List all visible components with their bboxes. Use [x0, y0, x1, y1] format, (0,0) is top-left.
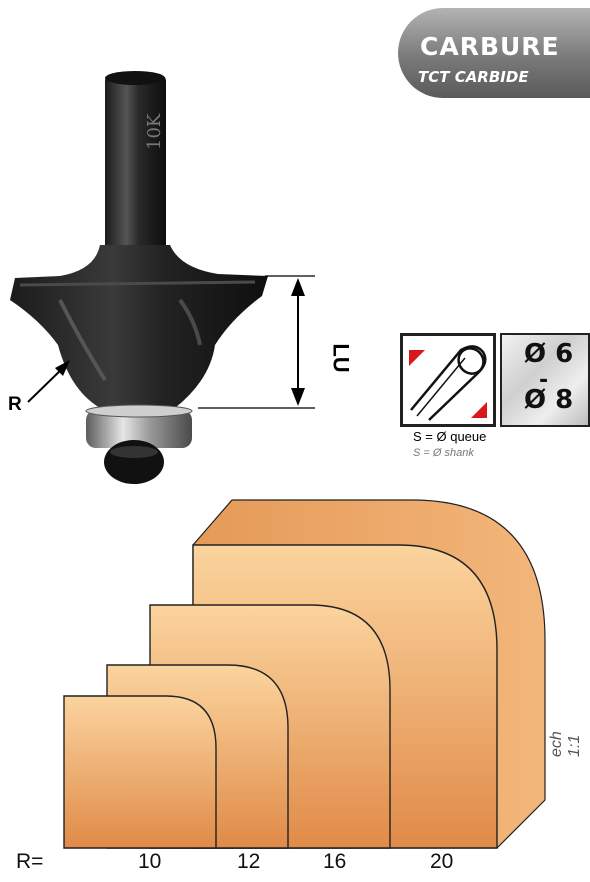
bit-body: [10, 245, 268, 408]
profile-chart: [63, 499, 546, 849]
router-bit-illustration: 10K: [10, 71, 315, 484]
radius-value-10: 10: [138, 850, 162, 873]
radius-prefix: R=: [16, 850, 44, 873]
shank-diameter-box: [500, 333, 590, 427]
radius-value-12: 12: [237, 850, 261, 873]
profile-r10: [63, 695, 217, 849]
shank-diameter-8: Ø 8: [524, 385, 574, 415]
scale-label: ech 1:1: [548, 731, 583, 757]
carbide-badge: CARBURE TCT CARBIDE: [398, 8, 590, 98]
badge-subtitle: TCT CARBIDE: [418, 68, 529, 86]
shank-diameter-6: Ø 6: [524, 339, 574, 369]
bit-bearing: [86, 410, 192, 448]
shank-diameter-separator: -: [539, 368, 549, 393]
radius-value-20: 20: [430, 850, 454, 873]
shank-cylinder-icon: [409, 345, 487, 421]
shank-caption-en: S = Ø shank: [413, 447, 474, 459]
radius-value-16: 16: [323, 850, 347, 873]
bit-shank: [105, 75, 166, 255]
shank-marking: 10K: [144, 113, 165, 150]
shank-icon-box: [400, 333, 496, 427]
useful-length-label: LU: [328, 343, 354, 373]
radius-label: R: [8, 394, 22, 415]
red-arrow-icon: [471, 402, 487, 418]
badge-title: CARBURE: [420, 32, 560, 61]
red-arrow-icon: [409, 350, 425, 366]
shank-caption-fr: S = Ø queue: [413, 429, 487, 444]
